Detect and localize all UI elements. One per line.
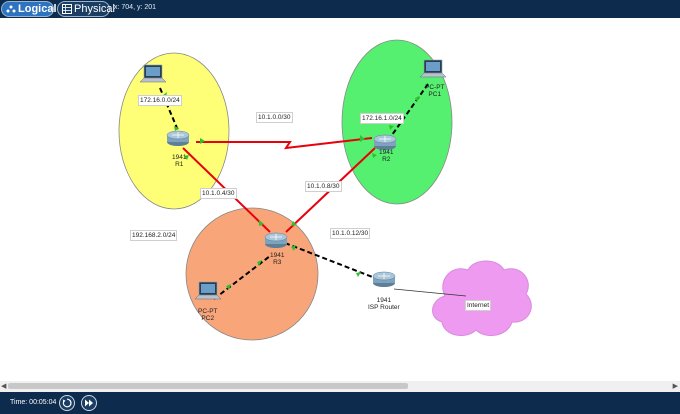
fast-forward-icon xyxy=(85,399,93,407)
r2-name: R2 xyxy=(382,156,391,163)
r1-name: R1 xyxy=(175,161,184,168)
link-r3-isp[interactable] xyxy=(284,242,376,279)
scroll-right-icon[interactable]: ▶ xyxy=(672,383,678,390)
isp-model: 1941 xyxy=(376,297,392,304)
logical-tab[interactable]: Logical xyxy=(1,1,57,17)
r1-lan-area[interactable] xyxy=(118,52,230,210)
r3-name: R3 xyxy=(273,259,282,266)
net-r1-r2-label: 10.1.0.0/30 xyxy=(256,112,293,123)
physical-tab-label: Physical xyxy=(74,3,115,15)
router-isp[interactable] xyxy=(372,271,396,287)
pc1[interactable] xyxy=(419,59,447,78)
pc2-model: PC-PT xyxy=(198,308,218,315)
pc2-name: PC2 xyxy=(201,315,215,322)
pc1-label: PC-PT PC1 xyxy=(425,84,445,98)
r2-model: 1941 xyxy=(379,149,394,156)
net-r2-lan-label: 172.16.1.0/24 xyxy=(360,113,404,124)
router-r1[interactable] xyxy=(166,130,190,146)
horizontal-scrollbar[interactable]: ◀ ▶ xyxy=(0,381,680,392)
r1-label: 1941 R1 xyxy=(172,154,186,168)
logical-icon xyxy=(6,5,16,13)
logical-tab-label: Logical xyxy=(18,3,57,15)
r2-label: 1941 R2 xyxy=(379,149,393,163)
r3-label: 1941 R3 xyxy=(270,252,284,266)
pc1-model: PC-PT xyxy=(425,84,445,91)
physical-icon xyxy=(62,4,72,14)
r1-model: 1941 xyxy=(172,154,187,161)
net-r3-isp-label: 10.1.0.12/30 xyxy=(330,228,371,239)
isp-label: 1941 ISP Router xyxy=(368,297,400,311)
realtime-bar: Time: 00:05:04 xyxy=(0,392,680,414)
internet-label: Internet xyxy=(465,300,492,311)
power-cycle-icon xyxy=(62,398,72,408)
pc0[interactable] xyxy=(139,64,167,83)
net-r1-lan-label: 172.16.0.0/24 xyxy=(138,95,182,106)
cursor-coordinates: x: 704, y: 201 xyxy=(114,4,157,11)
link-isp-internet[interactable] xyxy=(393,288,467,297)
scroll-left-icon[interactable]: ◀ xyxy=(1,383,7,390)
physical-tab[interactable]: Physical xyxy=(57,1,115,17)
net-r2-r3-label: 10.1.0.8/30 xyxy=(305,181,342,192)
internet-cloud[interactable] xyxy=(432,260,532,337)
pc2-label: PC-PT PC2 xyxy=(198,308,218,322)
top-toolbar: Logical Physical x: 704, y: 201 xyxy=(0,0,680,18)
link-pc1-r2[interactable] xyxy=(391,83,429,136)
logical-workspace[interactable]: 172.16.0.0/24 172.16.1.0/24 192.168.2.0/… xyxy=(0,18,680,394)
net-r1-r3-label: 10.1.0.4/30 xyxy=(200,188,237,199)
link-pc2-r3[interactable] xyxy=(213,255,271,300)
router-r2[interactable] xyxy=(373,134,397,150)
power-cycle-button[interactable] xyxy=(59,395,75,411)
isp-name: ISP Router xyxy=(368,304,400,311)
pc2[interactable] xyxy=(194,281,222,300)
scrollbar-thumb[interactable] xyxy=(8,383,408,389)
fast-forward-button[interactable] xyxy=(81,395,97,411)
time-display: Time: 00:05:04 xyxy=(10,399,57,406)
net-r3-lan-label: 192.168.2.0/24 xyxy=(130,230,178,241)
topology-drawing xyxy=(118,39,532,341)
r3-model: 1941 xyxy=(270,252,285,259)
router-r3[interactable] xyxy=(264,232,288,248)
pc1-name: PC1 xyxy=(428,91,442,98)
link-r1-r2-serial[interactable] xyxy=(196,137,373,150)
